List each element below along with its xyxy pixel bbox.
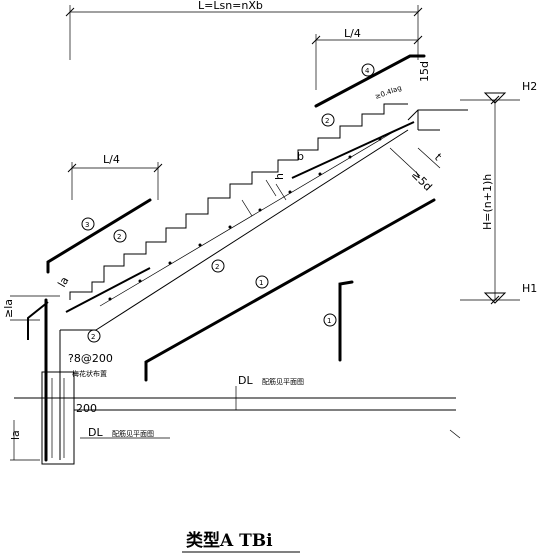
dl-left-note: 配筋见平面图 [112, 429, 154, 438]
upper-quarter-label: L/4 [344, 27, 361, 40]
marker-2-c: 2 [211, 259, 225, 273]
upper-quarter-dimension: L/4 [311, 27, 423, 90]
svg-text:1: 1 [327, 317, 331, 325]
left-la-label: ≥la [2, 299, 15, 318]
dl-left-label: DL [88, 426, 103, 439]
top-bar-4 [314, 54, 426, 108]
marker-2-b: 2 [113, 229, 127, 243]
svg-text:2: 2 [325, 117, 329, 125]
lower-quarter-dimension: L/4 [67, 153, 163, 200]
stirrup-note: 梅花状布置 [72, 369, 107, 378]
marker-group: 1 1 2 2 2 2 3 4 [81, 63, 375, 343]
title-text: 类型A TBi [186, 530, 273, 551]
slab-break-marks [241, 179, 287, 217]
marker-4: 4 [361, 63, 375, 77]
left-beam: ≥la la [2, 275, 75, 465]
main-bar-1 [144, 198, 436, 382]
dl-right-label: DL [238, 374, 253, 387]
anchor-04lag-label: ≥0.4lag [374, 84, 403, 101]
marker-1-right: 1 [255, 275, 269, 289]
level-h2-label: H2 [522, 80, 537, 93]
right-anchorage: 15d ≥0.4lag ≥5d t b h [273, 61, 445, 194]
bottom-la-label: la [9, 430, 22, 440]
svg-text:2: 2 [215, 263, 219, 271]
marker-2-d: 2 [87, 329, 101, 343]
level-h1-label: H1 [522, 282, 537, 295]
dl-right-note: 配筋见平面图 [262, 377, 304, 386]
side-la-label: la [55, 275, 71, 290]
stirrup-label: ?8@200 [68, 352, 113, 365]
marker-2-a: 2 [321, 113, 335, 127]
lower-quarter-label: L/4 [103, 153, 120, 166]
step-h-label: h [273, 173, 286, 180]
top-landing [407, 109, 468, 131]
ground-line: la 200 [9, 397, 461, 461]
stair-steps [69, 103, 408, 300]
slab-soffit [59, 129, 409, 460]
anchor-5d-label: ≥5d [409, 168, 435, 194]
svg-text:3: 3 [85, 221, 89, 229]
width-200-label: 200 [76, 402, 97, 415]
marker-1-lower: 1 [323, 313, 337, 327]
distribution-bars-2 [65, 121, 415, 313]
anchor-t-label: t [432, 151, 445, 164]
svg-text:2: 2 [117, 233, 121, 241]
svg-text:2: 2 [91, 333, 95, 341]
annotations: ?8@200 梅花状布置 DL 配筋见平面图 DL 配筋见平面图 [68, 352, 304, 439]
top-bar-3 [46, 198, 152, 274]
top-dimension: L=Lsn=nXb [65, 0, 423, 60]
svg-text:1: 1 [259, 279, 263, 287]
step-b-label: b [297, 150, 304, 163]
height-total-label: H=(n+1)h [481, 174, 494, 230]
drawing-title: 类型A TBi [182, 530, 300, 553]
top-length-label: L=Lsn=nXb [198, 0, 263, 12]
anchor-15d-label: 15d [418, 61, 431, 82]
height-dimension: H2 H1 H=(n+1)h [460, 80, 537, 305]
svg-text:4: 4 [365, 67, 370, 75]
marker-3: 3 [81, 217, 95, 231]
